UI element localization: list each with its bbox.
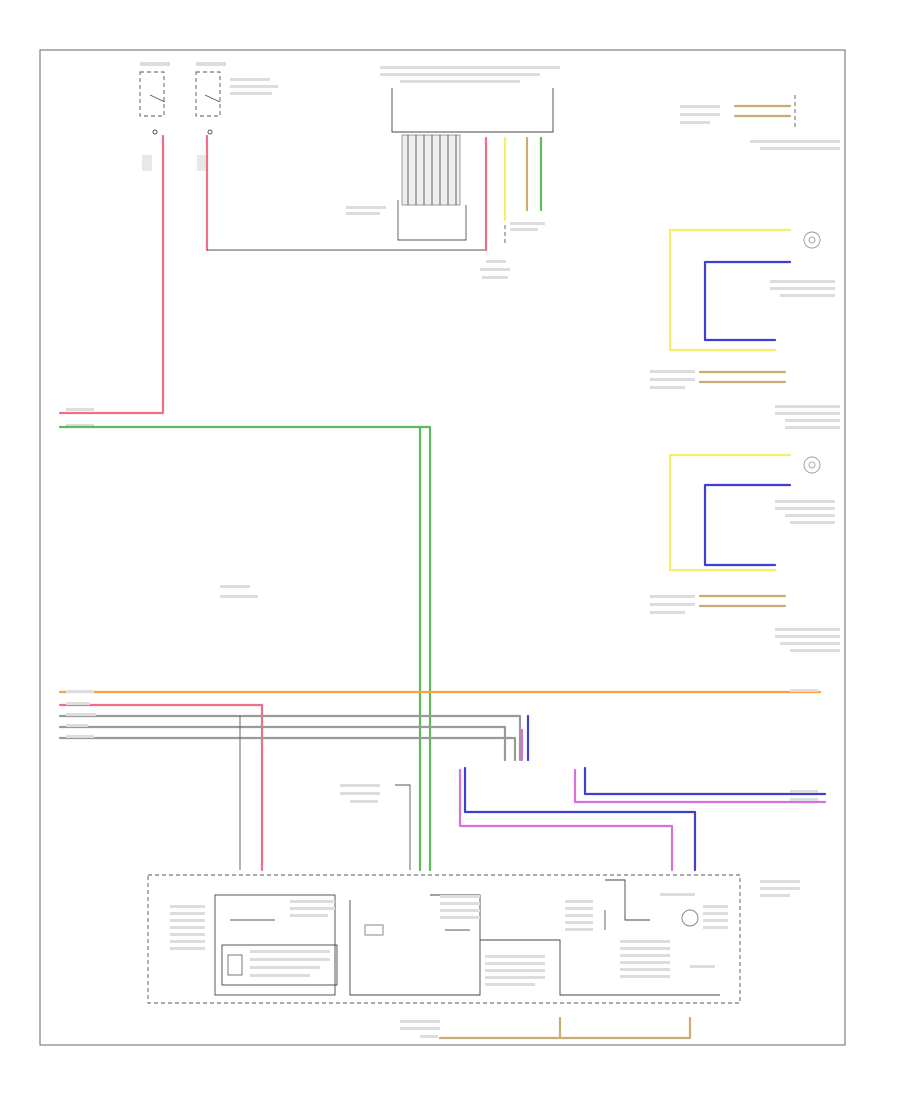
- wire-tan-bottom-1: [438, 1016, 562, 1040]
- wire-blue-right: [583, 766, 827, 796]
- wire-red-fuse-left: [58, 134, 165, 415]
- ground-wire-center: [395, 784, 411, 870]
- heater-lower: [650, 453, 840, 652]
- connector-top-right: [680, 95, 840, 150]
- diagram-frame: [39, 49, 846, 1046]
- wire-gray-bus-2: [58, 725, 507, 762]
- wire-blue-to-module: [463, 766, 697, 872]
- wire-violet-to-module: [458, 768, 674, 872]
- fuse-block-left: [139, 62, 278, 171]
- wire-red-bus: [58, 703, 264, 872]
- ground-label-center: [340, 784, 380, 787]
- wire-gray-bus-3: [58, 736, 517, 762]
- control-module-top: [346, 66, 560, 241]
- heater-upper: [650, 228, 840, 429]
- wire-tan-bottom-2: [558, 1016, 692, 1040]
- wire-gray-bus-1: [58, 714, 522, 762]
- seat-control-module: [147, 874, 800, 1004]
- wire-violet-right: [573, 768, 827, 804]
- legend-line-1: [220, 585, 250, 588]
- wire-green-main: [58, 425, 432, 872]
- legend-line-2: [220, 595, 258, 598]
